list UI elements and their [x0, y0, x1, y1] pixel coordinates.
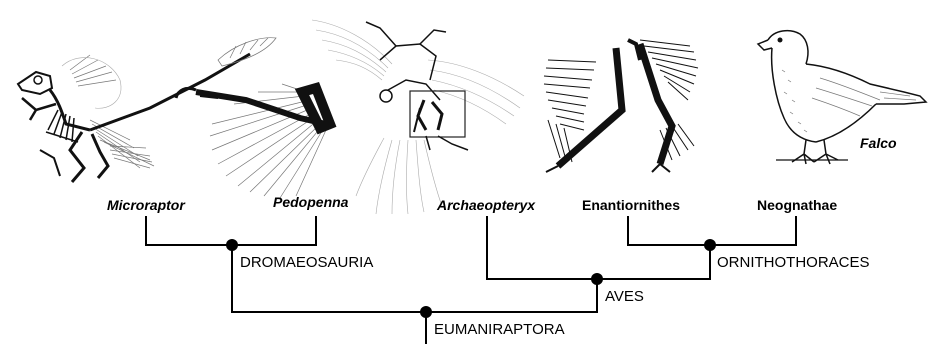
branch-ornithothoraces-stem: [597, 245, 710, 279]
clade-label-eumaniraptora: EUMANIRAPTORA: [434, 321, 565, 338]
branch-aves-stem: [426, 279, 597, 312]
taxon-label-enantiornithes: Enantiornithes: [582, 197, 680, 213]
node-aves: [591, 273, 603, 285]
clade-label-ornithothoraces: ORNITHOTHORACES: [717, 254, 870, 271]
taxon-label-neognathae: Neognathae: [757, 197, 837, 213]
falco-illustration: [758, 31, 926, 164]
pedopenna-illustration: [176, 84, 330, 198]
falco-label: Falco: [860, 135, 897, 151]
clade-label-aves: AVES: [605, 288, 644, 305]
archaeopteryx-illustration: [312, 20, 524, 214]
node-eumaniraptora: [420, 306, 432, 318]
node-dromaeosauria: [226, 239, 238, 251]
taxon-label-pedopenna: Pedopenna: [273, 194, 349, 210]
branch-archaeopteryx: [487, 216, 597, 279]
taxon-label-microraptor: Microraptor: [107, 197, 186, 213]
taxon-label-archaeopteryx: Archaeopteryx: [436, 197, 536, 213]
branch-pedopenna: [232, 216, 316, 245]
branch-enantiornithes: [628, 216, 710, 245]
enantiornithes-illustration: [544, 40, 698, 172]
branch-neognathae: [710, 216, 796, 245]
microraptor-illustration: [18, 38, 276, 182]
branch-microraptor: [146, 216, 232, 245]
clade-label-dromaeosauria: DROMAEOSAURIA: [240, 254, 373, 271]
node-ornithothoraces: [704, 239, 716, 251]
